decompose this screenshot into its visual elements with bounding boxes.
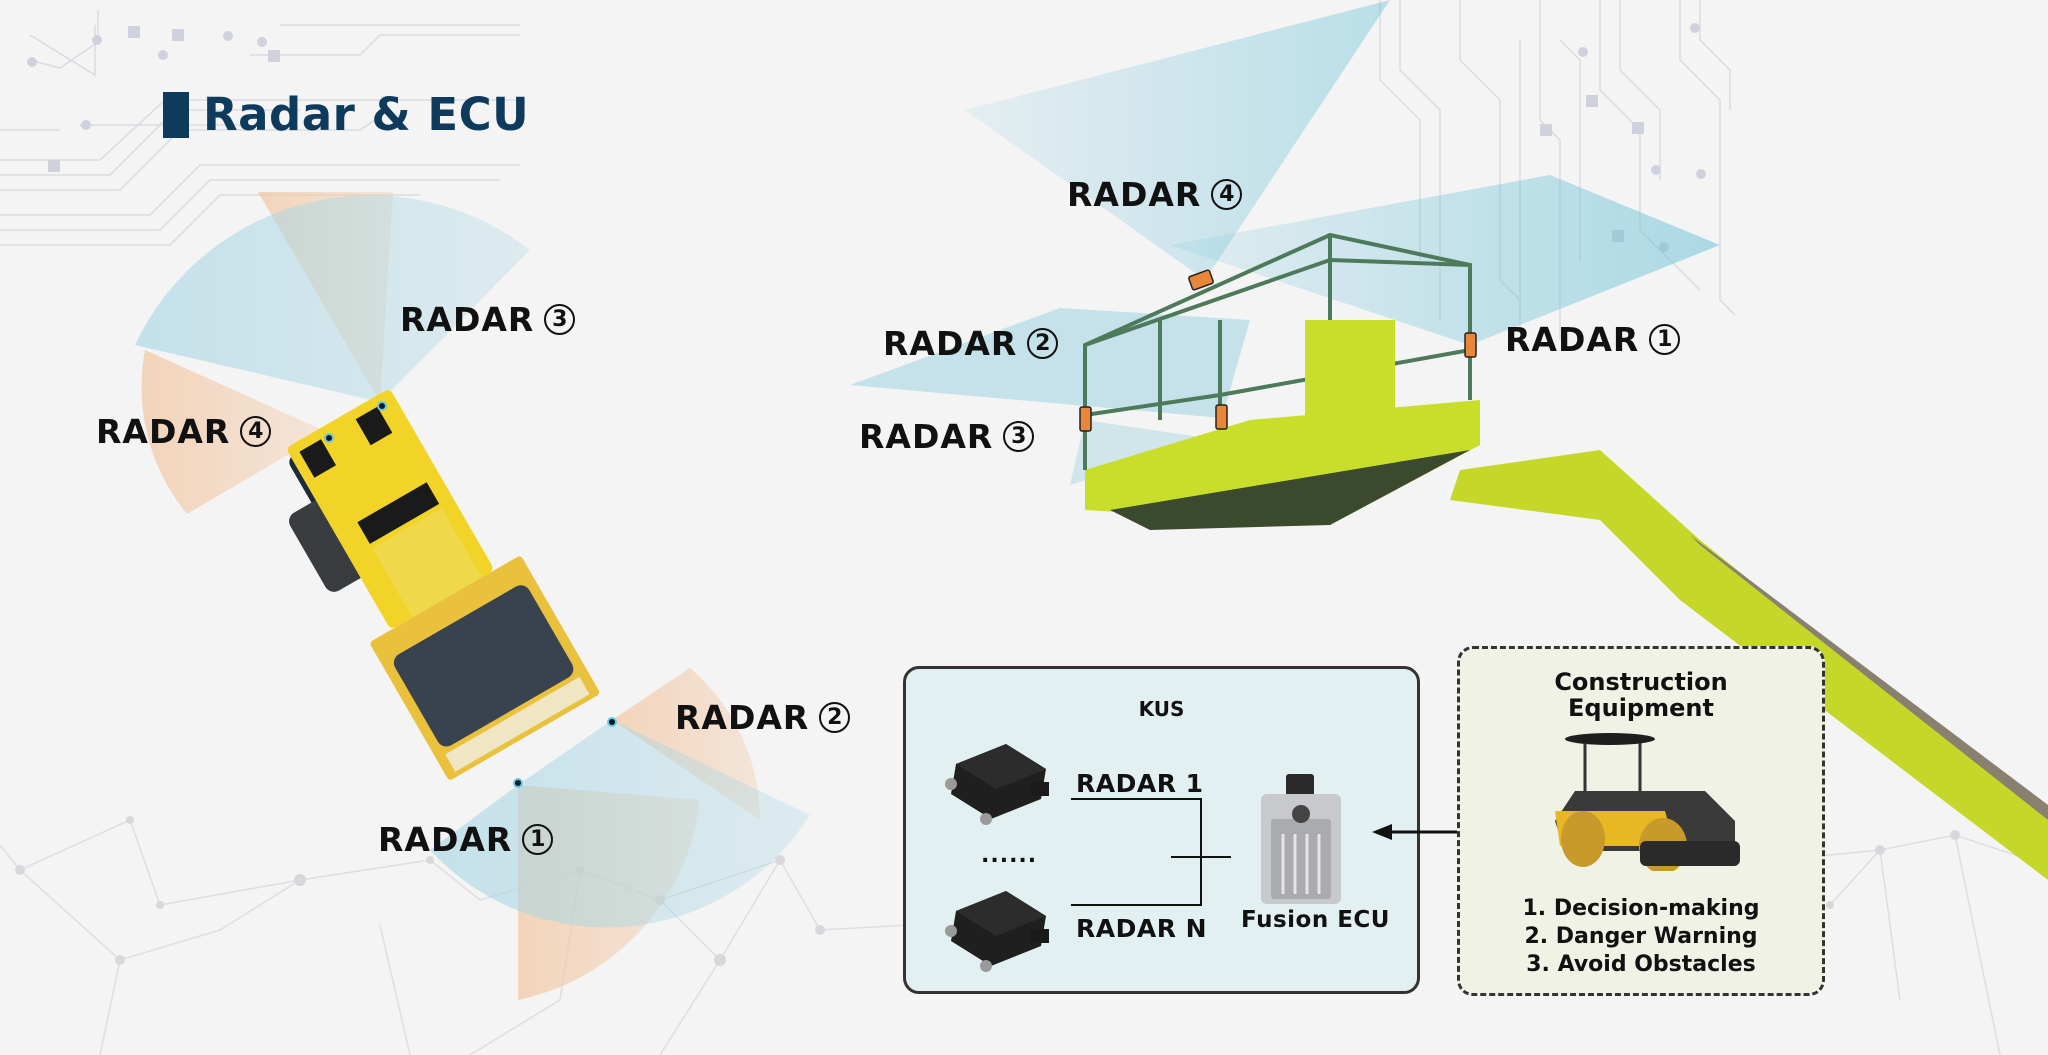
construction-equipment-title: Construction Equipment: [1460, 669, 1822, 721]
radar-number-badge: 2: [1027, 328, 1059, 359]
function-list: 1. Decision-making 2. Danger Warning 3. …: [1460, 895, 1822, 979]
radar-label-text: RADAR: [883, 324, 1018, 363]
function-item: 1. Decision-making: [1522, 896, 1760, 921]
fusion-ecu-icon: [1261, 774, 1341, 904]
construction-equipment-box: Construction Equipment 1. Decision-makin…: [1457, 646, 1825, 996]
lift-radar-1-label: RADAR 1: [1505, 320, 1681, 359]
radar-sensor-icon: [945, 744, 1049, 825]
kus-title: KUS: [1138, 697, 1185, 721]
kus-wiring: [945, 744, 1341, 972]
radar-number-badge: 3: [544, 304, 576, 335]
title-accent-bar: [163, 91, 189, 138]
fusion-ecu-label: Fusion ECU: [1241, 907, 1390, 933]
kus-system-box: KUS RADAR 1 ...... RADAR N: [903, 666, 1420, 994]
function-item: 3. Avoid Obstacles: [1526, 952, 1756, 977]
kus-radar-1-label: RADAR 1: [1076, 769, 1204, 798]
lift-radar-3-label: RADAR 3: [859, 417, 1035, 456]
lift-radar-2-label: RADAR 2: [883, 324, 1059, 363]
radar-label-text: RADAR: [675, 698, 810, 737]
radar-number-badge: 1: [1649, 324, 1681, 355]
radar-number-badge: 3: [1003, 421, 1035, 452]
roller-radar-4-label: RADAR 4: [96, 412, 272, 451]
radar-number-badge: 2: [819, 702, 851, 733]
radar-3-coverage-blue: [135, 195, 530, 402]
kus-ellipsis: ......: [981, 843, 1038, 868]
road-roller-icon: [1555, 733, 1740, 871]
radar-label-text: RADAR: [1505, 320, 1640, 359]
radar-number-badge: 4: [1211, 179, 1243, 210]
lift-radar-4-label: RADAR 4: [1067, 175, 1243, 214]
radar-1-coverage-blue: [430, 720, 810, 928]
function-item: 2. Danger Warning: [1524, 924, 1758, 949]
radar-number-badge: 4: [240, 416, 272, 447]
radar-label-text: RADAR: [859, 417, 994, 456]
radar-number-badge: 1: [522, 824, 554, 855]
radar-label-text: RADAR: [1067, 175, 1202, 214]
page-title: Radar & ECU: [163, 88, 529, 141]
lift-radar-4-coverage: [965, 0, 1390, 280]
title-text: Radar & ECU: [203, 88, 530, 141]
title-line-1: Construction: [1554, 668, 1728, 696]
title-line-2: Equipment: [1568, 694, 1714, 722]
roller-radar-2-label: RADAR 2: [675, 698, 851, 737]
radar-label-text: RADAR: [378, 820, 513, 859]
radar-sensor-icon: [945, 891, 1049, 972]
radar-4-coverage: [141, 350, 327, 514]
radar-label-text: RADAR: [96, 412, 231, 451]
roller-radar-1-label: RADAR 1: [378, 820, 554, 859]
lift-radar-2-coverage: [850, 308, 1250, 418]
kus-radar-n-label: RADAR N: [1076, 914, 1208, 943]
radar-label-text: RADAR: [400, 300, 535, 339]
roller-radar-3-label: RADAR 3: [400, 300, 576, 339]
